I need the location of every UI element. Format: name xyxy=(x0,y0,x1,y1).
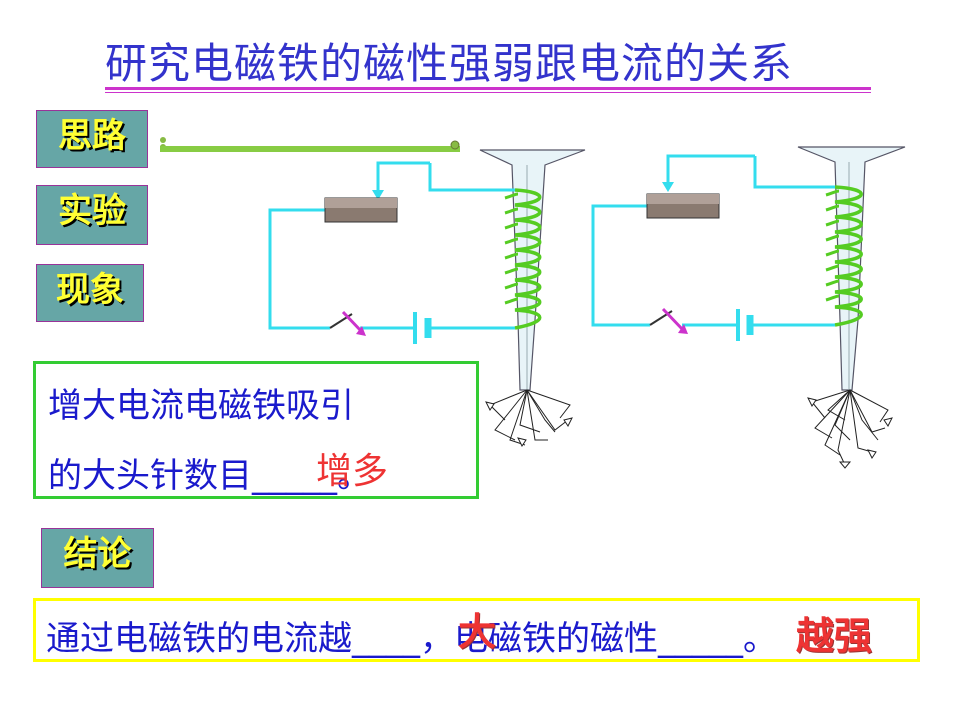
circuit-left xyxy=(268,149,586,447)
observation-line-1: 增大电流电磁铁吸引 xyxy=(48,386,354,426)
conclusion-box: 通过电磁铁的电流越____，电磁铁的磁性_____。 大 越强 xyxy=(33,598,920,662)
observation-answer: 增多 xyxy=(316,451,389,492)
tag-conclusion[interactable]: 结论 xyxy=(41,528,154,588)
observation-line-2: 的大头针数目_____。 xyxy=(48,456,371,496)
tag-thinking[interactable]: 思路 xyxy=(36,110,148,168)
title-underline xyxy=(105,87,871,90)
title-underline-thin xyxy=(105,92,871,93)
conclusion-answer-2: 越强 xyxy=(796,614,873,658)
conclusion-answer-1: 大 xyxy=(458,610,497,654)
conclusion-text: 通过电磁铁的电流越____，电磁铁的磁性_____。 xyxy=(46,619,777,659)
page-title: 研究电磁铁的磁性强弱跟电流的关系 xyxy=(105,39,794,88)
tag-experiment[interactable]: 实验 xyxy=(36,185,148,245)
tag-phenomenon[interactable]: 现象 xyxy=(36,264,144,322)
thinking-bar xyxy=(160,137,460,152)
observation-box: 增大电流电磁铁吸引 的大头针数目_____。 增多 xyxy=(33,361,479,499)
circuit-right xyxy=(591,146,906,469)
